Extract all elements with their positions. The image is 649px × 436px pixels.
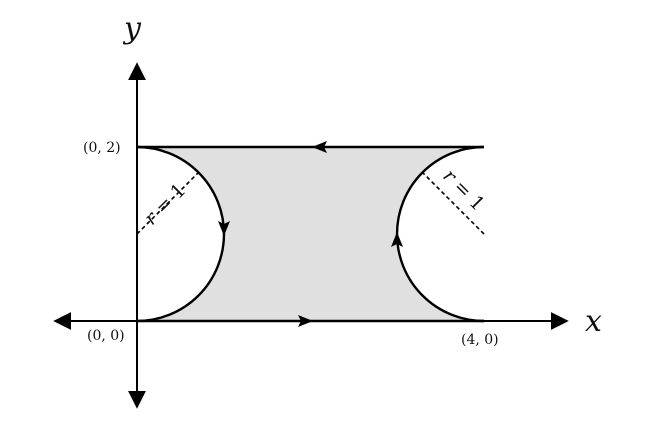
y-axis-label: y [122, 11, 142, 46]
radius-right-line [421, 171, 485, 235]
arrow-top-left-icon [312, 141, 327, 153]
radius-left-label: r = 1 [140, 179, 190, 229]
arrow-right-arc-up-icon [391, 232, 403, 247]
radius-left-line [136, 171, 200, 235]
shaded-region [137, 147, 484, 321]
point-label-bottom-right: (4, 0) [461, 332, 499, 348]
point-label-top-left: (0, 2) [83, 140, 121, 156]
point-label-origin: (0, 0) [87, 328, 125, 344]
arrow-left-arc-down-icon [218, 221, 230, 236]
arrow-bottom-right-icon [298, 315, 313, 327]
x-axis-label: x [585, 304, 602, 339]
radius-right-label: r = 1 [438, 165, 488, 215]
